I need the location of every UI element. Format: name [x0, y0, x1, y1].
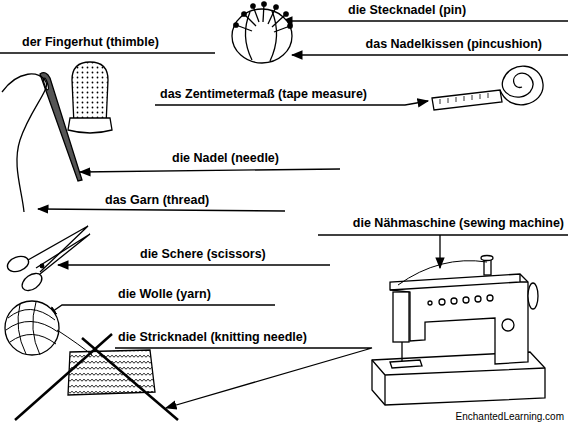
leader-lines [0, 21, 568, 408]
part-label: die Nadel (needle) [172, 151, 279, 166]
scissors-drawing [5, 226, 90, 294]
part-label: das Garn (thread) [105, 193, 209, 208]
needle-thread-drawing [2, 73, 82, 212]
tape-measure-drawing [432, 66, 543, 110]
part-label: die Wolle (yarn) [118, 287, 211, 302]
part-label: die Stricknadel (knitting needle) [118, 330, 307, 345]
yarn-knitting-drawing [5, 301, 178, 420]
part-label: die Schere (scissors) [140, 247, 266, 262]
part-label: das Zentimetermaß (tape measure) [160, 87, 367, 102]
pincushion-drawing [232, 2, 292, 63]
thimble-drawing [68, 62, 112, 133]
watermark: EnchantedLearning.com [456, 411, 564, 423]
part-label: das Nadelkissen (pincushion) [366, 37, 542, 52]
part-label: die Nähmaschine (sewing machine) [353, 216, 564, 231]
part-label: der Fingerhut (thimble) [22, 35, 159, 50]
part-label: die Stecknadel (pin) [348, 3, 466, 18]
sewing-machine-drawing [372, 256, 545, 406]
